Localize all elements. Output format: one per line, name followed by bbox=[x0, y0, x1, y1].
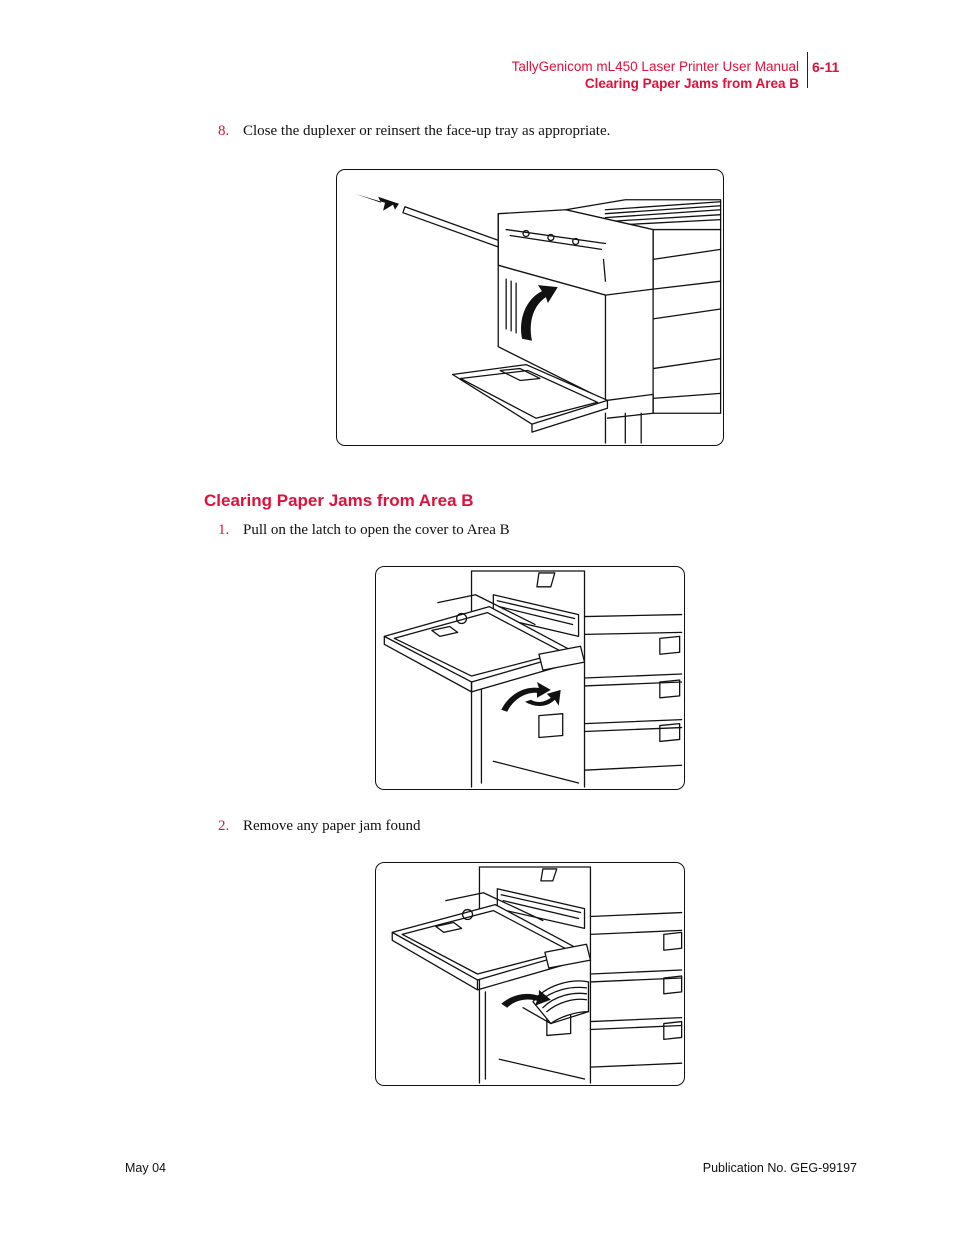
step-2: 2. Remove any paper jam found bbox=[218, 818, 420, 835]
running-header-title: TallyGenicom mL450 Laser Printer User Ma… bbox=[511, 59, 799, 74]
footer-date: May 04 bbox=[125, 1161, 166, 1175]
page-number: 6-11 bbox=[812, 59, 840, 75]
step-1: 1. Pull on the latch to open the cover to… bbox=[218, 522, 510, 539]
step-text: Pull on the latch to open the cover to A… bbox=[243, 522, 510, 538]
curved-arrow-icon bbox=[501, 681, 551, 712]
step-text: Remove any paper jam found bbox=[243, 818, 421, 834]
figure-open-area-b-cover bbox=[375, 566, 685, 790]
footer-publication-number: Publication No. GEG-99197 bbox=[702, 1161, 857, 1175]
figure-remove-paper-jam bbox=[375, 862, 685, 1086]
curved-arrow-icon bbox=[525, 689, 561, 707]
header-divider bbox=[807, 52, 808, 88]
step-8: 8. Close the duplexer or reinsert the fac… bbox=[218, 123, 610, 140]
curved-arrow-icon bbox=[521, 285, 558, 341]
section-heading: Clearing Paper Jams from Area B bbox=[204, 491, 474, 510]
figure-close-duplexer bbox=[336, 169, 724, 446]
running-header-section: Clearing Paper Jams from Area B bbox=[584, 76, 799, 91]
step-text: Close the duplexer or reinsert the face-… bbox=[243, 123, 611, 139]
curved-arrow-icon bbox=[501, 989, 551, 1008]
step-number: 1. bbox=[218, 522, 230, 538]
step-number: 2. bbox=[218, 818, 230, 834]
push-arrow-icon bbox=[355, 193, 399, 211]
step-number: 8. bbox=[218, 123, 230, 139]
